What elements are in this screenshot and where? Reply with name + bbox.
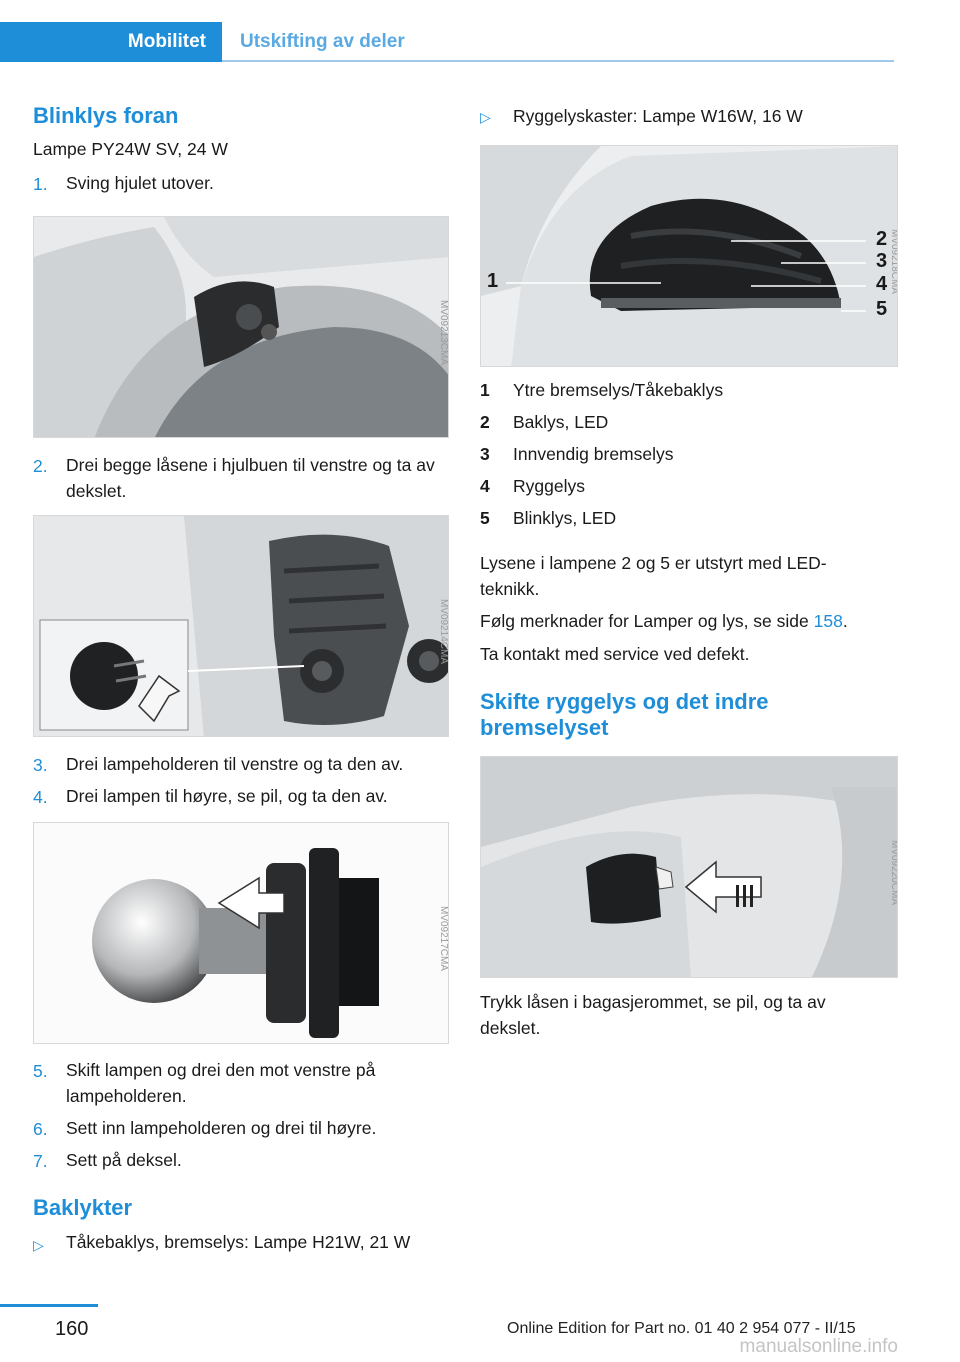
section-heading-ryggelys: Skifte ryggelys og det indre bremselyset (480, 689, 769, 740)
bullet-text: Tåkebaklys, bremselys: Lampe H21W, 21 W (66, 1232, 411, 1252)
step-number: 3. (33, 755, 48, 775)
section-heading-baklykter: Baklykter (33, 1195, 133, 1220)
tail-light-illustration (481, 146, 897, 366)
page-number: 160 (55, 1318, 89, 1340)
header-rule (222, 60, 894, 62)
bullet-text: Ryggelyskaster: Lampe W16W, 16 W (513, 106, 803, 126)
step-text: Drei lampeholderen til venstre og ta den… (66, 754, 404, 774)
footer-rule (0, 1304, 98, 1307)
figure-code: MV09220CMA (888, 839, 898, 906)
paragraph-notes: Følg merknader for Lamper og lys, se sid… (480, 611, 848, 631)
step-number: 7. (33, 1151, 48, 1171)
bulb-illustration (34, 823, 448, 1043)
lamp-spec: Lampe PY24W SV, 24 W (33, 139, 228, 159)
figure-code: MV09217CMA (437, 905, 449, 972)
bullet-triangle-icon: ▷ (33, 1237, 44, 1253)
step-text: Sett inn lampeholderen og drei til høyre… (66, 1118, 377, 1138)
callout-label: 1 (487, 270, 499, 292)
callout-label: 4 (876, 273, 888, 295)
step-text: Sving hjulet utover. (66, 173, 214, 193)
step-number: 6. (33, 1119, 48, 1139)
tab-utskifting[interactable]: Utskifting av deler (240, 31, 405, 52)
step-number: 1. (33, 174, 48, 194)
paragraph-trunk-lock: Trykk låsen i bagasjerommet, se pil, og … (480, 992, 826, 1038)
callout-label: 3 (876, 250, 888, 272)
callout-label: 5 (876, 298, 888, 320)
step-text: Sett på deksel. (66, 1150, 182, 1170)
step-number: 5. (33, 1061, 48, 1081)
wheel-arch-illustration (34, 217, 448, 437)
page-link[interactable]: 158 (813, 611, 843, 631)
watermark: manualsonline.info (739, 1336, 898, 1357)
trunk-illustration (481, 757, 897, 977)
bullet-triangle-icon: ▷ (480, 109, 491, 125)
paragraph-led: Lysene i lampene 2 og 5 er utstyrt med L… (480, 553, 827, 599)
figure-code: MV09214CMA (437, 598, 449, 665)
step-number: 4. (33, 787, 48, 807)
figure-tail-light: 1 2 3 4 5 MV09218CMA (480, 145, 898, 367)
edition-text: Online Edition for Part no. 01 40 2 954 … (507, 1320, 856, 1337)
callout-label: 2 (876, 228, 888, 250)
step-text: Skift lampen og drei den mot venstre på … (66, 1060, 376, 1106)
figure-trunk: MV09220CMA (480, 756, 898, 978)
page-header: Mobilitet Utskifting av deler (0, 0, 960, 62)
figure-wheel-arch: MV09213CMA (33, 216, 449, 438)
step-number: 2. (33, 456, 48, 476)
figure-cover: MV09214CMA (33, 515, 449, 737)
step-text: Drei begge låsene i hjulbuen til venstre… (66, 455, 435, 501)
paragraph-service: Ta kontakt med service ved defekt. (480, 644, 750, 664)
section-heading-blinklys: Blinklys foran (33, 103, 179, 128)
callout-lines (506, 240, 866, 312)
figure-code: MV09213CMA (437, 299, 449, 366)
tab-mobilitet[interactable]: Mobilitet (0, 22, 222, 62)
step-text: Drei lampen til høyre, se pil, og ta den… (66, 786, 388, 806)
figure-code: MV09218CMA (888, 228, 898, 295)
figure-bulb: MV09217CMA (33, 822, 449, 1044)
cover-illustration (34, 516, 448, 736)
